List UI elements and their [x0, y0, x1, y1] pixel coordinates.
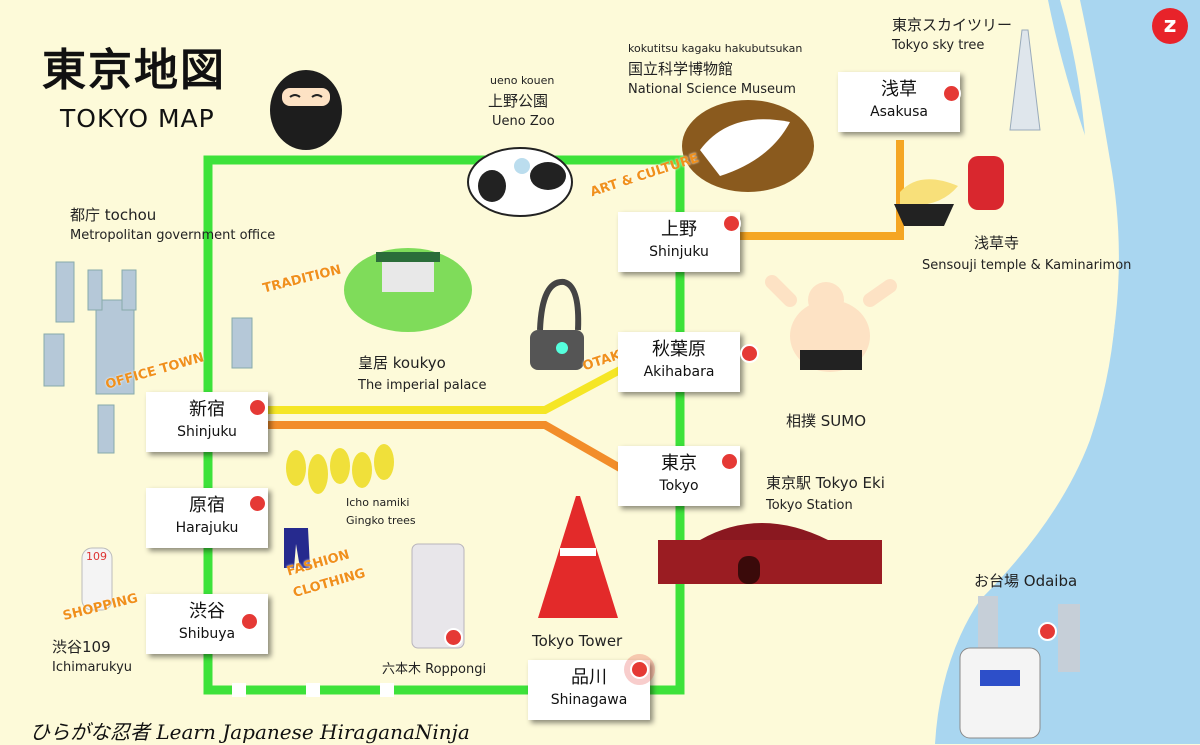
skytree-illustration: [1009, 29, 1041, 131]
station-shibuya-jp: 渋谷: [189, 601, 225, 622]
sensouji-label-jp: 浅草寺: [974, 234, 1020, 252]
tochou-label-jp: 都庁 tochou: [70, 206, 157, 224]
page-title-jp: 東京地図: [42, 45, 226, 96]
station-akihabara-jp: 秋葉原: [652, 339, 706, 360]
station-harajuku-jp: 原宿: [189, 495, 225, 516]
station-shinagawa[interactable]: 品川 Shinagawa: [528, 660, 650, 720]
gingko-label-jp: Icho namiki: [346, 496, 410, 509]
skytree-label-en: Tokyo sky tree: [892, 38, 985, 53]
odaiba-label: お台場 Odaiba: [974, 572, 1078, 590]
ginza-line: [740, 140, 904, 240]
tokyo-tower-illustration: [538, 496, 618, 618]
station-shinjuku-jp: 新宿: [189, 399, 225, 420]
station-shinjuku-marker[interactable]: [248, 398, 267, 417]
sensouji-label-en: Sensouji temple & Kaminarimon: [922, 258, 1132, 273]
gingko-label-en: Gingko trees: [346, 514, 416, 527]
station-asakusa-en: Asakusa: [870, 104, 928, 120]
sobu-line: [268, 366, 622, 414]
station-shinagawa-en: Shinagawa: [550, 692, 628, 708]
sumo-label: 相撲 SUMO: [786, 412, 867, 430]
museum-label-romaji: kokutitsu kagaku hakubutsukan: [628, 42, 803, 55]
station-ueno-en: Shinjuku: [649, 244, 709, 260]
roppongi-illustration: [411, 543, 465, 649]
station-akihabara[interactable]: 秋葉原 Akihabara: [618, 332, 740, 392]
station-ueno[interactable]: 上野 Shinjuku: [618, 212, 740, 272]
jeans-illustration: [284, 528, 310, 568]
zoo-label-jp: 上野公園: [488, 92, 549, 110]
tokyo-station-label-en: Tokyo Station: [766, 498, 853, 513]
station-ueno-jp: 上野: [661, 219, 697, 240]
zoo-label-romaji: ueno kouen: [490, 74, 555, 87]
station-asakusa-jp: 浅草: [881, 79, 917, 100]
station-tokyo-marker[interactable]: [720, 452, 739, 471]
sumo-illustration: [765, 275, 897, 372]
gingko-illustration: [286, 444, 394, 494]
shibuya109-label-en: Ichimarukyu: [52, 660, 133, 675]
shibuya109-sign: 109: [86, 550, 107, 563]
shinkansen-marks: [232, 683, 394, 697]
skytree-label-jp: 東京スカイツリー: [892, 16, 1013, 34]
office-buildings: [43, 261, 253, 454]
shibuya109-illustration: [81, 547, 113, 611]
station-harajuku-en: Harajuku: [175, 520, 239, 536]
river-water: [935, 0, 1200, 744]
palace-label-jp: 皇居 koukyo: [358, 354, 446, 372]
station-ueno-marker[interactable]: [722, 214, 741, 233]
station-shinagawa-jp: 品川: [571, 667, 607, 688]
page-title-en: TOKYO MAP: [60, 104, 215, 133]
station-tokyo-jp: 東京: [661, 453, 697, 474]
zoo-label-en: Ueno Zoo: [492, 114, 555, 129]
odaiba-marker[interactable]: [1038, 622, 1057, 641]
odaiba-illustration: [959, 596, 1080, 739]
chuo-line: [268, 421, 622, 472]
station-asakusa[interactable]: 浅草 Asakusa: [838, 72, 960, 132]
museum-illustration: [682, 100, 814, 192]
tokyo-station-label-jp: 東京駅 Tokyo Eki: [766, 474, 885, 492]
station-akihabara-en: Akihabara: [643, 364, 715, 380]
app-logo-button[interactable]: z: [1152, 8, 1188, 44]
tochou-label-en: Metropolitan government office: [70, 228, 276, 243]
station-shinagawa-marker[interactable]: [630, 660, 649, 679]
shibuya109-label-jp: 渋谷109: [52, 638, 111, 656]
station-tokyo-en: Tokyo: [659, 478, 699, 494]
station-shinjuku[interactable]: 新宿 Shinjuku: [146, 392, 268, 452]
station-shibuya-en: Shibuya: [178, 626, 236, 642]
palace-illustration: [344, 248, 472, 332]
palace-label-en: The imperial palace: [358, 378, 487, 393]
river-bank: [820, 0, 1119, 744]
station-shinjuku-en: Shinjuku: [177, 424, 237, 440]
station-harajuku[interactable]: 原宿 Harajuku: [146, 488, 268, 548]
roppongi-label: 六本木 Roppongi: [382, 662, 487, 677]
station-shibuya-marker[interactable]: [240, 612, 259, 631]
ninja-illustration: [270, 70, 342, 150]
footer-brand: ひらがな忍者 Learn Japanese HiraganaNinja: [30, 720, 470, 744]
lantern-illustration: [894, 156, 1004, 226]
museum-label-jp: 国立科学博物館: [628, 60, 734, 78]
panda-illustration: [467, 147, 573, 217]
museum-label-en: National Science Museum: [628, 82, 796, 97]
station-tokyo[interactable]: 東京 Tokyo: [618, 446, 740, 506]
station-asakusa-marker[interactable]: [942, 84, 961, 103]
station-harajuku-marker[interactable]: [248, 494, 267, 513]
tower-label: Tokyo Tower: [532, 632, 623, 650]
bag-illustration: [530, 278, 584, 370]
roppongi-marker[interactable]: [444, 628, 463, 647]
station-akihabara-marker[interactable]: [740, 344, 759, 363]
tokyo-station-illustration: [658, 523, 882, 584]
